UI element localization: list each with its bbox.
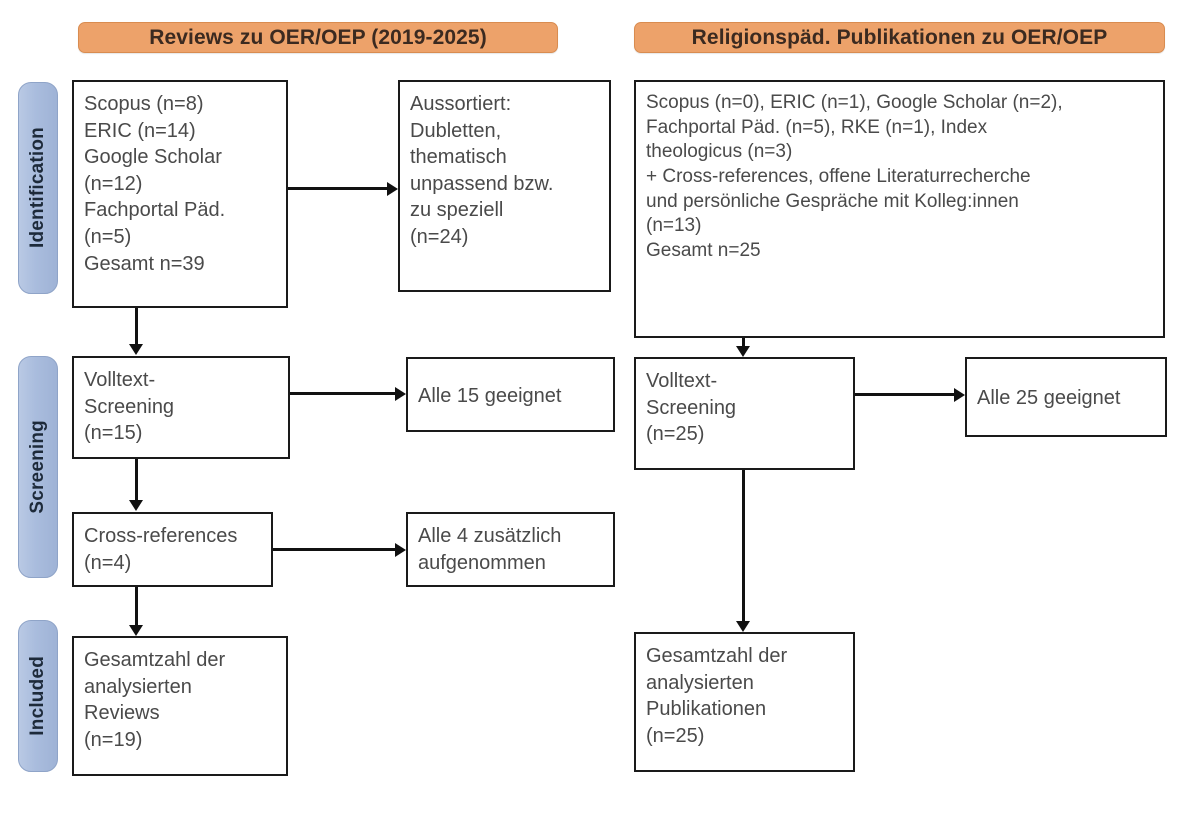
connector-left-screening-to-crossrefs xyxy=(135,459,138,500)
box-right-fulltext-result: Alle 25 geeignet xyxy=(965,357,1167,437)
stage-label-identification: Identification xyxy=(18,82,58,294)
box-right-included-total: Gesamtzahl der analysierten Publikatione… xyxy=(634,632,855,772)
connector-left-screening-to-result xyxy=(290,392,395,395)
arrowhead-left-sources-to-screening xyxy=(129,344,143,355)
arrowhead-left-sources-to-excluded xyxy=(387,182,398,196)
column-header-reviews: Reviews zu OER/OEP (2019-2025) xyxy=(78,22,558,53)
connector-left-sources-to-screening xyxy=(135,308,138,344)
box-right-identification-sources: Scopus (n=0), ERIC (n=1), Google Scholar… xyxy=(634,80,1165,338)
arrowhead-left-crossrefs-to-included xyxy=(129,625,143,636)
stage-label-included-text: Included xyxy=(27,656,48,736)
connector-left-crossrefs-to-included xyxy=(135,587,138,625)
box-left-fulltext-result: Alle 15 geeignet xyxy=(406,357,615,432)
connector-right-screening-to-result xyxy=(855,393,954,396)
box-left-cross-references-result: Alle 4 zusätzlich aufgenommen xyxy=(406,512,615,587)
connector-right-screening-to-included xyxy=(742,470,745,621)
connector-left-crossrefs-to-result xyxy=(273,548,395,551)
stage-label-identification-text: Identification xyxy=(27,127,48,249)
stage-label-screening: Screening xyxy=(18,356,58,578)
arrowhead-right-screening-to-included xyxy=(736,621,750,632)
arrowhead-left-screening-to-result xyxy=(395,387,406,401)
box-left-cross-references: Cross-references (n=4) xyxy=(72,512,273,587)
arrowhead-left-screening-to-crossrefs xyxy=(129,500,143,511)
stage-label-included: Included xyxy=(18,620,58,772)
box-left-identification-sources: Scopus (n=8) ERIC (n=14) Google Scholar … xyxy=(72,80,288,308)
stage-label-screening-text: Screening xyxy=(27,420,48,514)
connector-left-sources-to-excluded xyxy=(288,187,387,190)
box-left-fulltext-screening: Volltext- Screening (n=15) xyxy=(72,356,290,459)
box-left-included-total: Gesamtzahl der analysierten Reviews (n=1… xyxy=(72,636,288,776)
arrowhead-right-sources-to-screening xyxy=(736,346,750,357)
arrowhead-left-crossrefs-to-result xyxy=(395,543,406,557)
column-header-religionspaed: Religionspäd. Publikationen zu OER/OEP xyxy=(634,22,1165,53)
box-left-excluded: Aussortiert: Dubletten, thematisch unpas… xyxy=(398,80,611,292)
connector-right-sources-to-screening xyxy=(742,338,745,346)
box-right-fulltext-screening: Volltext- Screening (n=25) xyxy=(634,357,855,470)
arrowhead-right-screening-to-result xyxy=(954,388,965,402)
